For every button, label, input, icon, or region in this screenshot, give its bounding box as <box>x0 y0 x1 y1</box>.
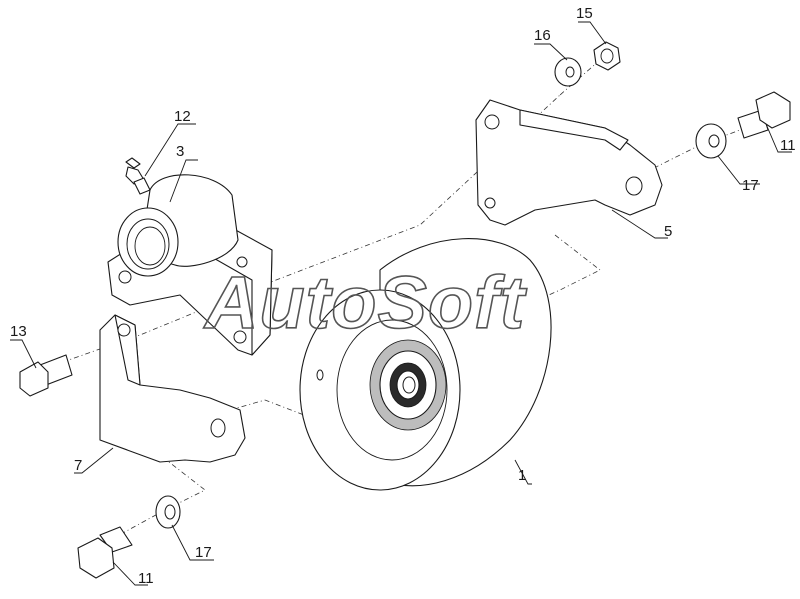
callout-7: 7 <box>74 457 82 474</box>
callout-13: 13 <box>10 323 27 340</box>
callout-3: 3 <box>176 143 184 160</box>
callout-11-upper: 11 <box>780 137 796 154</box>
callout-5: 5 <box>664 223 672 240</box>
callout-1: 1 <box>518 467 526 484</box>
bushing-bracket-part-3 <box>107 174 273 356</box>
idler-pulley-part-1 <box>299 238 552 491</box>
leader-lines <box>10 21 792 586</box>
callout-labels: 1 3 5 7 11 11 12 13 15 16 17 17 <box>10 5 796 587</box>
washer-part-17-upper <box>695 123 727 159</box>
washer-part-17-lower <box>155 495 181 529</box>
callout-17-lower: 17 <box>195 544 212 561</box>
nut-part-15 <box>593 41 621 71</box>
callout-12: 12 <box>174 108 191 125</box>
callout-17-upper: 17 <box>742 177 759 194</box>
bolt-part-13 <box>19 354 73 397</box>
bolt-part-11-upper <box>737 91 791 139</box>
upper-bracket-part-5 <box>475 99 663 226</box>
bolt-part-11-lower <box>77 526 133 579</box>
callout-15: 15 <box>576 5 593 22</box>
watermark-text: AutoSoft <box>203 261 528 344</box>
callout-16: 16 <box>534 27 551 44</box>
washer-part-16 <box>554 57 582 87</box>
grease-fitting-part-12 <box>125 157 151 195</box>
callout-11-lower: 11 <box>138 570 154 587</box>
lower-bracket-part-7 <box>99 314 246 463</box>
